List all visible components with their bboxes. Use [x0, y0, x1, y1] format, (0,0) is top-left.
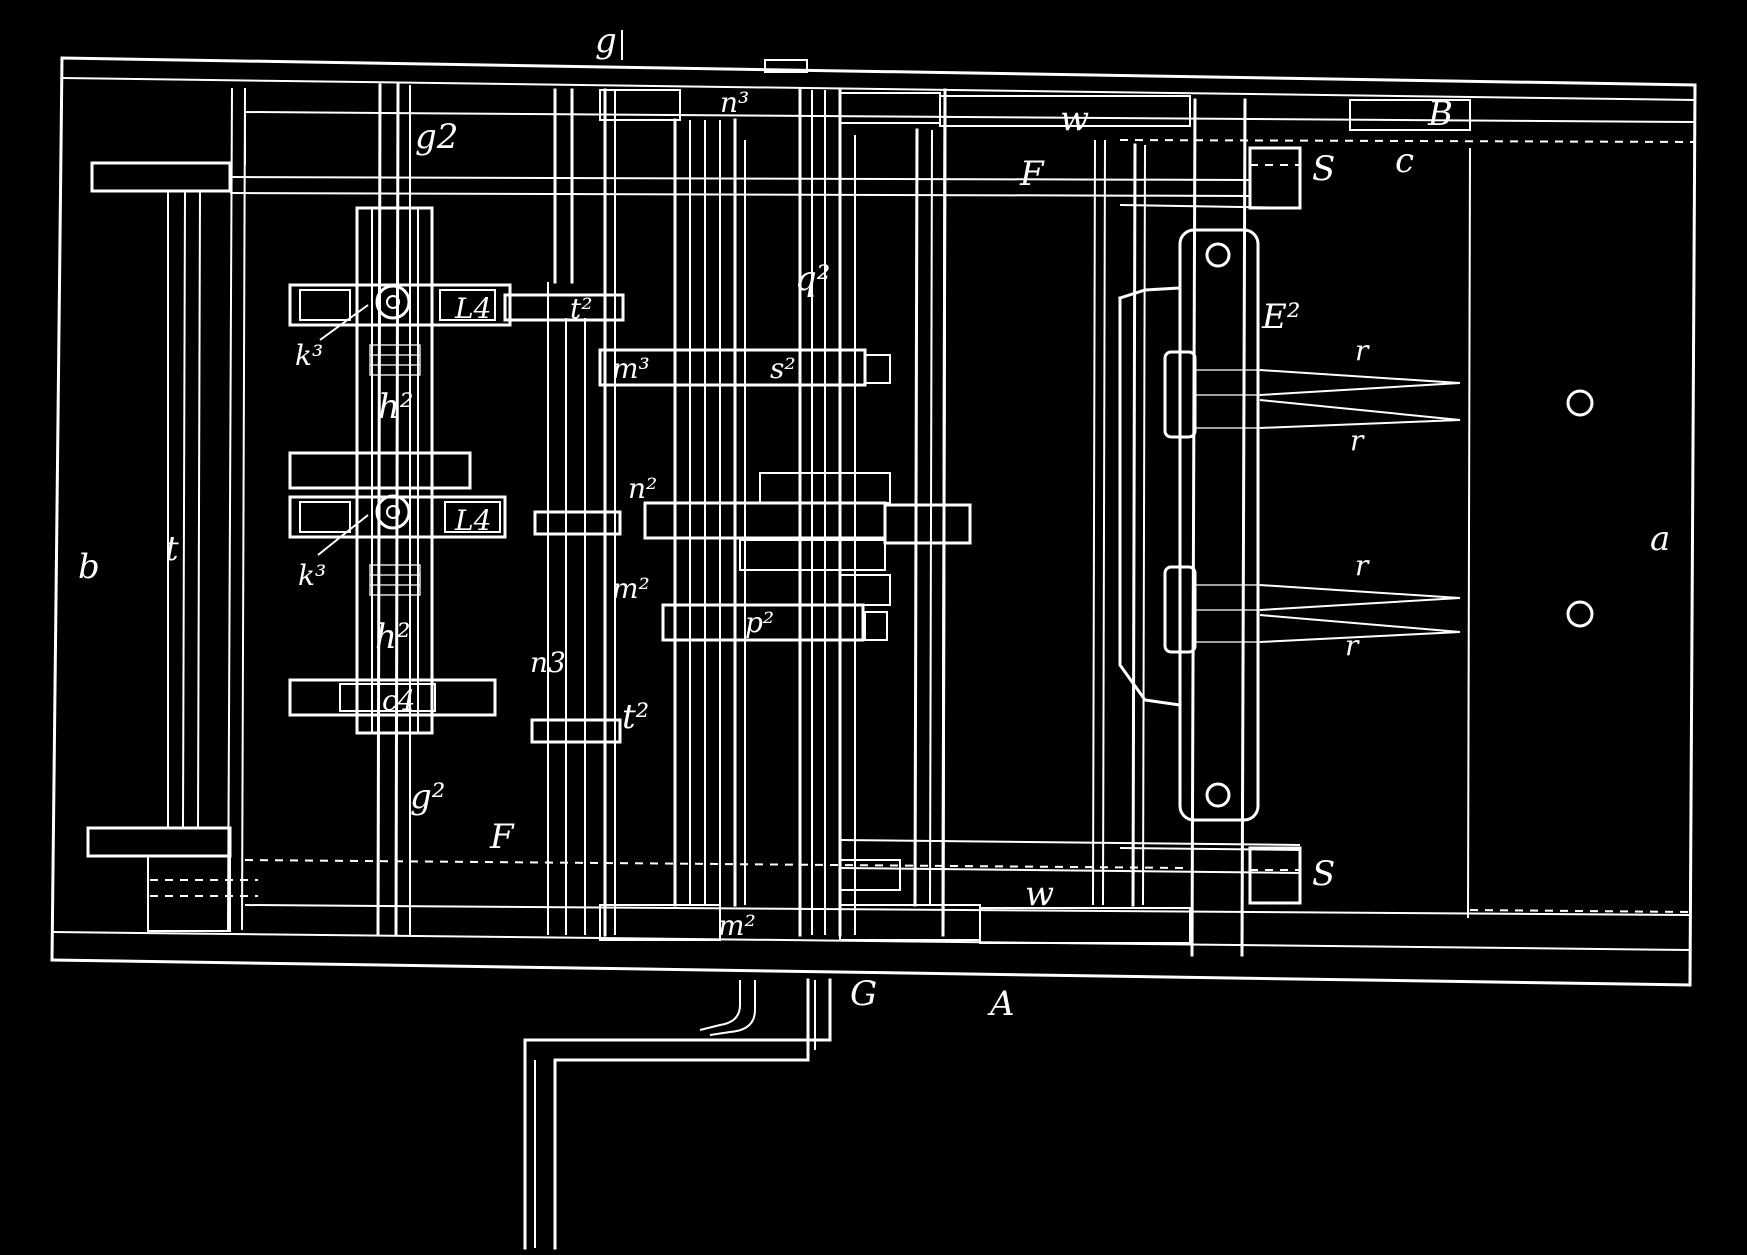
label-n3-mid: n3 — [530, 646, 566, 679]
label-c: c — [1395, 141, 1414, 181]
label-b: b — [78, 547, 100, 587]
label-m3: m³ — [612, 352, 650, 385]
label-p2: p² — [745, 606, 774, 639]
label-r1: r — [1355, 334, 1370, 367]
label-w-bottom: w — [1025, 874, 1054, 914]
frame-posts-center — [941, 95, 1146, 937]
label-a: a — [1650, 519, 1670, 559]
label-n2: n² — [628, 472, 657, 505]
label-A: A — [987, 984, 1015, 1024]
label-r2: r — [1350, 424, 1365, 457]
label-F-bottom: F — [489, 817, 515, 857]
bottom-cross-beam — [244, 839, 1301, 944]
label-L4-lower: L4 — [454, 504, 491, 537]
left-roller-assembly — [86, 161, 1251, 932]
label-F-top: F — [1019, 154, 1045, 194]
label-r3: r — [1355, 549, 1370, 582]
label-m2-mid: m² — [612, 572, 650, 605]
label-g2-top: g2 — [415, 117, 458, 157]
label-L4-upper: L4 — [454, 292, 491, 325]
label-n3-top: n³ — [720, 86, 749, 119]
top-cross-beam — [599, 30, 1471, 131]
label-B: B — [1427, 94, 1453, 134]
label-t: t — [165, 529, 179, 569]
label-q2: q² — [795, 259, 830, 299]
label-h2-lower: h² — [375, 617, 411, 657]
main-shaft-bundle — [598, 88, 972, 937]
label-S-bottom: S — [1312, 854, 1335, 894]
label-k3-upper: k³ — [295, 339, 323, 372]
crank-handle — [523, 978, 832, 1250]
label-g2-lower: g² — [410, 777, 445, 817]
shaft-g2 — [288, 83, 512, 937]
label-g-top: g — [595, 21, 617, 61]
label-G: G — [850, 974, 877, 1014]
outer-frame — [50, 56, 1697, 987]
label-t2-lower: t² — [622, 697, 649, 737]
label-s2: s² — [770, 352, 796, 385]
label-S-top: S — [1312, 149, 1335, 189]
label-t2-upper: t² — [570, 292, 592, 325]
figure-labels: g n³ w B g2 F S c q² E² r r r r k³ L4 t²… — [78, 21, 1670, 1024]
label-w-top: w — [1060, 99, 1089, 139]
label-E2: E² — [1261, 297, 1300, 337]
label-r4: r — [1345, 629, 1360, 662]
e2-carrier — [1118, 98, 1594, 957]
label-h2-upper: h² — [378, 387, 414, 427]
shaft-n3 — [503, 88, 625, 935]
label-c4: c4 — [382, 684, 416, 717]
label-m2-bottom: m² — [718, 909, 756, 942]
label-k3-lower: k³ — [298, 559, 326, 592]
